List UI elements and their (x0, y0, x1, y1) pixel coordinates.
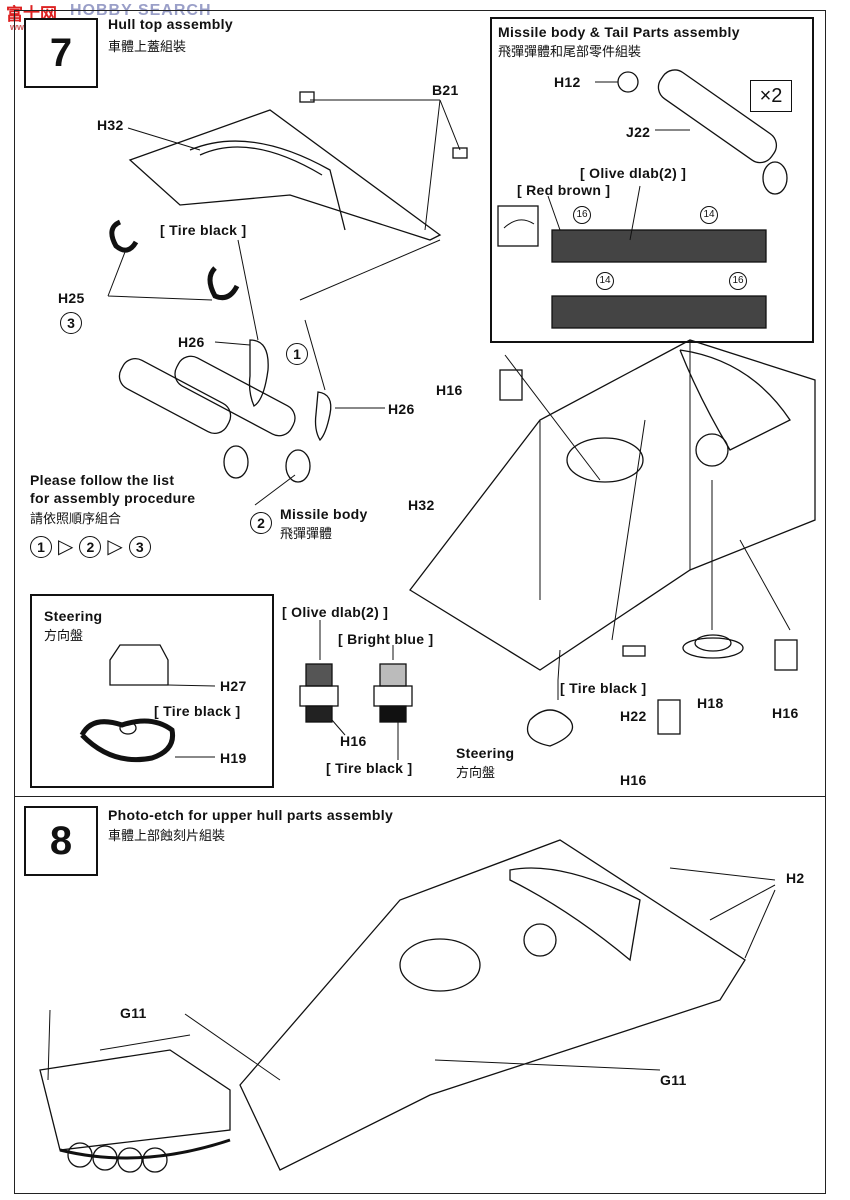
missile-panel (490, 17, 814, 343)
part-h22: H22 (620, 708, 647, 724)
step7-title: Hull top assembly (108, 16, 233, 32)
part-g11-a: G11 (120, 1005, 147, 1021)
part-h16-c: H16 (620, 772, 647, 788)
step-number-8: 8 (24, 806, 98, 876)
procedure-line1: Please follow the list (30, 472, 175, 488)
missile-panel-title: Missile body & Tail Parts assembly (498, 24, 740, 40)
color-tire-black: [ Tire black ] (160, 222, 247, 238)
procedure-cn: 請依照順序組合 (30, 511, 122, 526)
callout-14-b: 14 (596, 272, 614, 290)
part-h16-b: H16 (772, 705, 799, 721)
part-h32-b: H32 (408, 497, 435, 513)
part-h18: H18 (697, 695, 724, 711)
part-h26-b: H26 (388, 401, 415, 417)
color-tire-black-c: [ Tire black ] (154, 703, 241, 719)
steering-label: Steering (44, 608, 103, 624)
steering-cn: 方向盤 (44, 628, 84, 643)
step-divider (14, 796, 826, 797)
part-h2: H2 (786, 870, 805, 886)
missile-body-cn: 飛彈彈體 (280, 526, 333, 541)
color-tire-black-d: [ Tire black ] (326, 760, 413, 776)
steering-cn-b: 方向盤 (456, 765, 496, 780)
step-num-1: 1 (286, 343, 308, 365)
missile-panel-title-cn: 飛彈彈體和尾部零件組裝 (498, 44, 642, 59)
callout-14-a: 14 (700, 206, 718, 224)
callout-16-a: 16 (573, 206, 591, 224)
part-h27: H27 (220, 678, 247, 694)
color-olive-drab-chip: [ Olive dlab(2) ] (282, 604, 389, 620)
part-h16-chip: H16 (340, 733, 367, 749)
part-h19: H19 (220, 750, 247, 766)
steering-panel (30, 594, 274, 788)
step-num-2: 2 (250, 512, 272, 534)
part-h26-a: H26 (178, 334, 205, 350)
steering-label-b: Steering (456, 745, 515, 761)
color-red-brown: [ Red brown ] (517, 182, 611, 198)
part-h32: H32 (97, 117, 124, 133)
part-j22: J22 (626, 124, 651, 140)
step8-title: Photo-etch for upper hull parts assembly (108, 807, 394, 823)
page-frame (14, 10, 826, 1194)
part-b21: B21 (432, 82, 459, 98)
color-bright-blue: [ Bright blue ] (338, 631, 434, 647)
step7-title-cn: 車體上蓋組裝 (108, 39, 187, 54)
color-tire-black-b: [ Tire black ] (560, 680, 647, 696)
procedure-sequence: 1▷ 2▷ 3 (30, 534, 151, 559)
part-g11-b: G11 (660, 1072, 687, 1088)
missile-body-label: Missile body (280, 506, 368, 522)
part-h16-a: H16 (436, 382, 463, 398)
step8-title-cn: 車體上部蝕刻片組裝 (108, 828, 226, 843)
callout-16-b: 16 (729, 272, 747, 290)
part-h25: H25 (58, 290, 85, 306)
step-num-3: 3 (60, 312, 82, 334)
procedure-line2: for assembly procedure (30, 490, 196, 506)
step-number-7: 7 (24, 18, 98, 88)
multiplier-box: ×2 (750, 80, 792, 112)
part-h12: H12 (554, 74, 581, 90)
color-olive-drab-missile: [ Olive dlab(2) ] (580, 165, 687, 181)
